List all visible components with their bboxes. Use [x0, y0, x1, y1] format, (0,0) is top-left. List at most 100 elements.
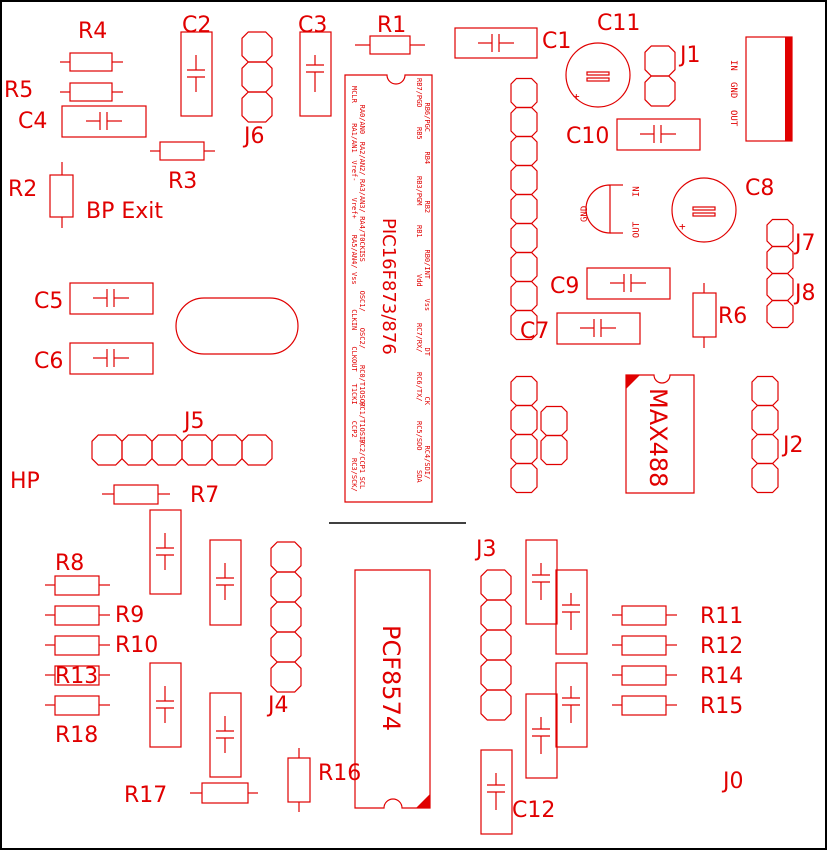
- label-c10: C10: [566, 124, 609, 149]
- pic-pin-label: RB0/INT: [423, 250, 431, 280]
- header-left-col-pin-2: [510, 404, 538, 436]
- resistor-r11: [612, 605, 677, 626]
- header-j2-pin-4: [751, 462, 779, 494]
- capacitor-c10: [616, 118, 701, 151]
- header-j4-pin-5: [270, 661, 302, 693]
- label-r14: R14: [700, 664, 743, 689]
- regulator-gnd: GND: [580, 206, 590, 222]
- label-c5: C5: [34, 289, 63, 314]
- header-prog-pin-8: [510, 280, 538, 312]
- pic-pin-label: RC1/T1OSI/: [358, 402, 366, 444]
- capacitor-c-a: [149, 509, 182, 595]
- capacitor-c-b: [209, 539, 242, 626]
- pic-ic: [344, 74, 433, 503]
- regulator-out: OUT: [632, 221, 642, 238]
- capacitor-c8: [671, 177, 737, 243]
- label-r5: R5: [4, 78, 33, 103]
- header-j4-pin-4: [270, 631, 302, 663]
- capacitor-c11: [565, 42, 631, 108]
- header-j5-pin-3: [151, 434, 183, 466]
- capacitor-c-c: [149, 662, 182, 748]
- header-left-col-pin-3: [510, 433, 538, 465]
- pic-pin-label: RB4: [423, 152, 431, 165]
- capacitor-c5: [69, 282, 154, 315]
- header-right-col-pin-1: [540, 405, 568, 437]
- header-j1-pin-2: [644, 75, 676, 107]
- resistor-r3: [150, 141, 215, 161]
- c8-plus: +: [679, 220, 686, 233]
- header-j2-pin-3: [751, 433, 779, 465]
- label-j4: J4: [266, 693, 289, 718]
- resistor-r10: [45, 635, 110, 656]
- pic-pin-label: OSC1/: [358, 291, 366, 312]
- pic-pin-label: RB3/PGM: [415, 176, 423, 206]
- power-connector-edge: [785, 37, 792, 141]
- pic-pin-label: RA1/AN1: [350, 123, 358, 153]
- header-prog-pin-5: [510, 193, 538, 225]
- capacitor-c-d: [209, 692, 242, 778]
- label-r17: R17: [124, 783, 167, 808]
- pic-pin-label: Vss: [423, 299, 431, 312]
- pic-pin-label: RA5/AN4/: [350, 235, 358, 269]
- label-c2: C2: [182, 13, 211, 38]
- resistor-r1: [355, 35, 425, 55]
- label-r2: R2: [8, 177, 37, 202]
- pic-pin-label: RA0/AN0: [358, 105, 366, 135]
- header-j5-pin-2: [121, 434, 153, 466]
- label-j0: J0: [721, 769, 744, 794]
- pic-pin-label: RA2/AN2/: [358, 142, 366, 176]
- label-r4: R4: [78, 19, 107, 44]
- label-r18: R18: [55, 723, 98, 748]
- header-j6-pin-1: [241, 31, 273, 63]
- resistor-r7: [102, 484, 170, 505]
- header-j3-pin-4: [480, 659, 512, 691]
- pic-pin-label: RA4/T0CKI: [358, 216, 366, 254]
- label-r7: R7: [190, 483, 219, 508]
- header-j7-j8-pin-3: [766, 272, 794, 302]
- pic-pin-label: OSC2/: [358, 328, 366, 349]
- capacitor-c6: [69, 342, 154, 375]
- label-r3: R3: [168, 169, 197, 194]
- capacitor-c-e: [525, 539, 558, 625]
- header-j7-j8-pin-1: [766, 218, 794, 248]
- pic-pin-label: RC3/SCK/: [350, 458, 358, 492]
- conn-out: OUT: [728, 110, 738, 127]
- header-j2-pin-2: [751, 404, 779, 436]
- pic-pin-label: CCP2: [350, 421, 358, 438]
- header-j5-pin-6: [241, 434, 273, 466]
- pic-pin-labels-left: MCLRRA0/AN0RA1/AN1RA2/AN2/Vref-RA3/AN3/V…: [350, 86, 366, 492]
- label-c12: C12: [512, 798, 555, 823]
- label-bp-exit: BP Exit: [86, 199, 163, 224]
- pic-pin-label: Vdd: [415, 274, 423, 287]
- header-j3-pin-2: [480, 599, 512, 631]
- label-c8: C8: [745, 176, 774, 201]
- pic-pin-label: RB5: [415, 127, 423, 140]
- regulator-in: IN: [632, 186, 642, 197]
- header-right-col-pin-2: [540, 434, 568, 466]
- capacitor-c-f: [555, 569, 588, 655]
- pic-pin-label: T1CKI: [350, 384, 358, 405]
- capacitor-c9: [586, 267, 671, 300]
- capacitor-c3: [299, 31, 332, 117]
- label-j1: J1: [678, 43, 701, 68]
- label-r10: R10: [115, 633, 158, 658]
- label-j3: J3: [474, 537, 497, 562]
- pic-pin-label: RC4/SDI/: [423, 446, 431, 480]
- pic-pin-label: RC6/TX/: [415, 372, 423, 402]
- header-j5-pin-5: [211, 434, 243, 466]
- pic-pin-label: RA3/AN3/: [358, 179, 366, 213]
- label-c4: C4: [18, 109, 47, 134]
- regulator-body: [585, 184, 611, 234]
- label-c3: C3: [298, 13, 327, 38]
- header-j6-pin-2: [241, 61, 273, 93]
- capacitor-c4: [61, 105, 147, 138]
- max488-name: MAX488: [644, 388, 672, 487]
- header-prog-pin-1: [510, 77, 538, 109]
- label-j2: J2: [781, 433, 804, 458]
- c11-plus: +: [573, 90, 580, 103]
- header-left-col-pin-1: [510, 375, 538, 407]
- pic-pin-label: CLKIN: [350, 309, 358, 330]
- header-j5-pin-4: [181, 434, 213, 466]
- pic-pin-label: CK: [423, 397, 431, 406]
